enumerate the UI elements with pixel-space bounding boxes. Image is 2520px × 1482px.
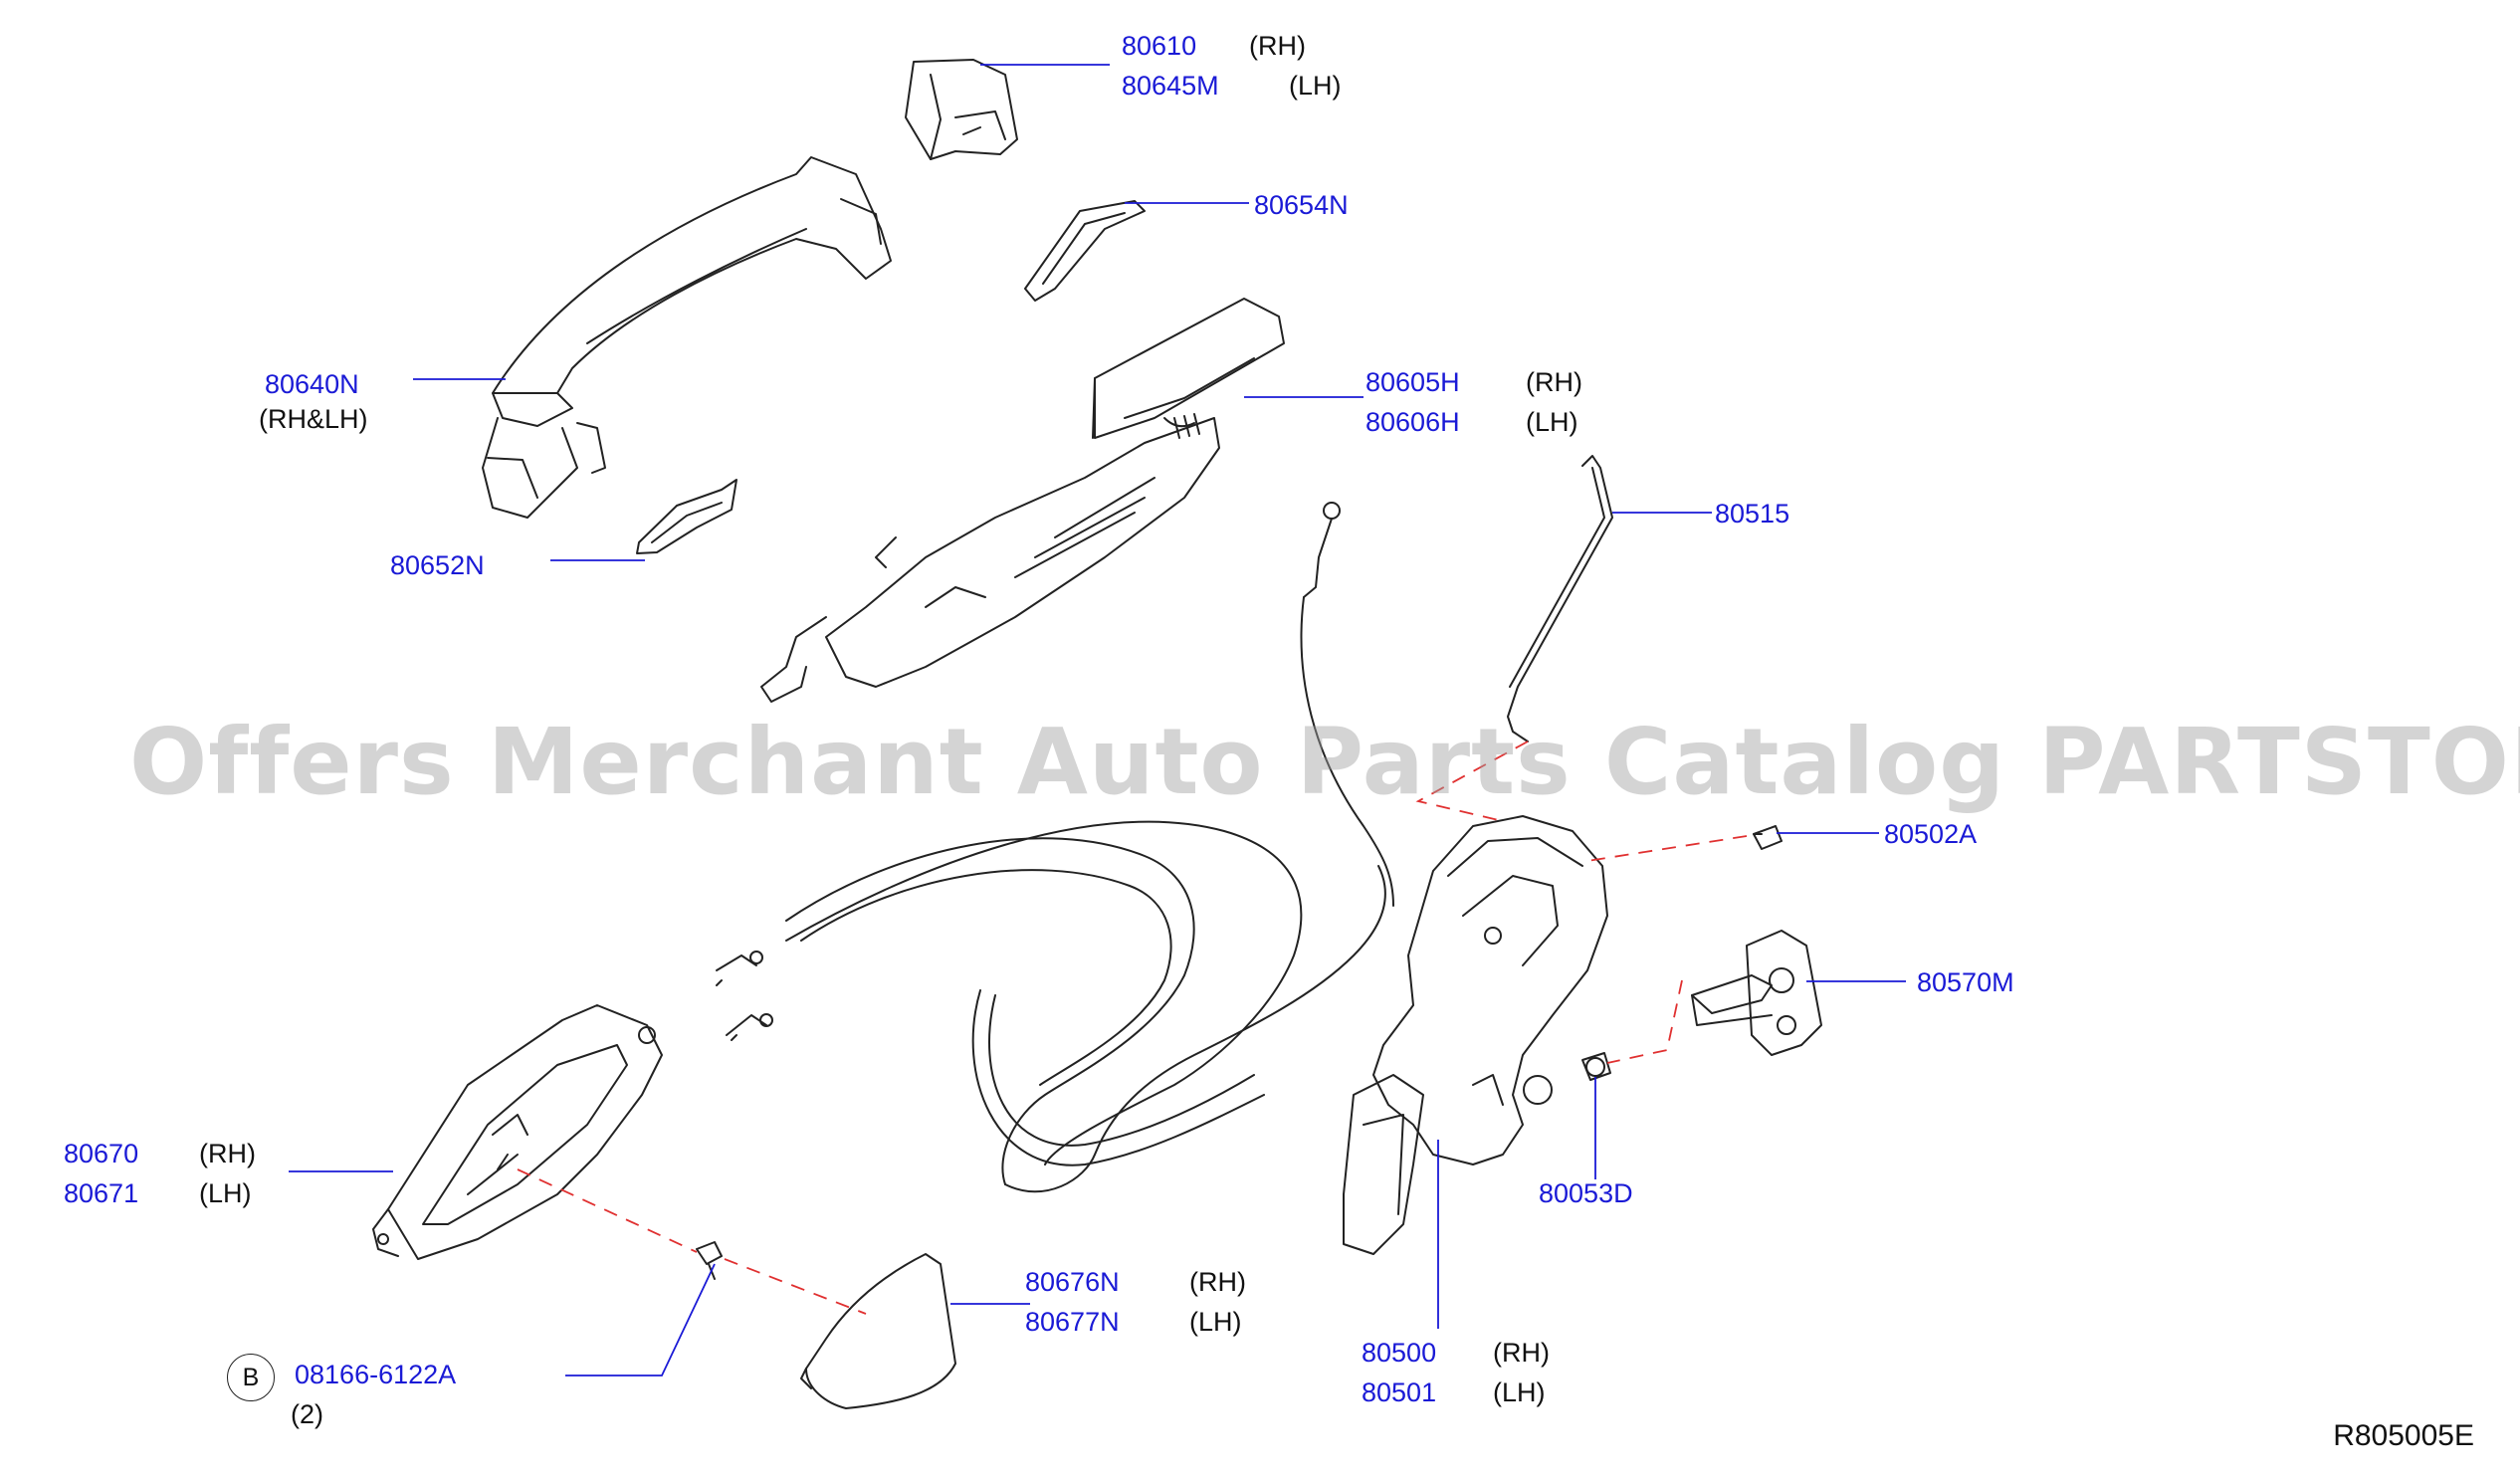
part-number-80515[interactable]: 80515 — [1715, 499, 1790, 529]
part-number-08166-6122A[interactable]: 08166-6122A — [295, 1360, 457, 1389]
outside-handle-part[interactable] — [482, 156, 892, 519]
dashed-lines — [517, 741, 1748, 1315]
cable-harness-part[interactable] — [716, 820, 1386, 1193]
gasket-part[interactable] — [1024, 200, 1146, 302]
part-number-80640N[interactable]: 80640N — [265, 369, 359, 399]
part-number-80676N[interactable]: 80676N — [1025, 1267, 1120, 1297]
part-number-80654N[interactable]: 80654N — [1254, 190, 1349, 220]
side-label: (RH) — [1493, 1338, 1550, 1368]
part-number-80605H[interactable]: 80605H — [1365, 367, 1460, 397]
part-number-80645M[interactable]: 80645M — [1122, 71, 1219, 101]
part-number-80670[interactable]: 80670 — [64, 1139, 139, 1168]
part-number-80570M[interactable]: 80570M — [1917, 967, 2014, 997]
side-label: (RH) — [199, 1139, 256, 1168]
diagram-code: R805005E — [2333, 1419, 2474, 1452]
bolt-part[interactable] — [1581, 1052, 1611, 1081]
gasket-small-part[interactable] — [636, 479, 737, 554]
screw-part[interactable] — [1753, 825, 1783, 850]
part-number-80610[interactable]: 80610 — [1122, 31, 1197, 61]
release-cable-part[interactable] — [1300, 502, 1394, 907]
handle-cap-part[interactable] — [905, 59, 1018, 160]
side-label: (LH) — [1493, 1377, 1546, 1407]
part-number-80606H[interactable]: 80606H — [1365, 407, 1460, 437]
escutcheon-part[interactable] — [800, 1253, 956, 1409]
side-label: (LH) — [1289, 71, 1342, 101]
quantity-label: (2) — [291, 1399, 323, 1429]
part-number-80671[interactable]: 80671 — [64, 1178, 139, 1208]
circle-marker-b: B — [227, 1354, 275, 1401]
part-number-80501[interactable]: 80501 — [1362, 1377, 1437, 1407]
side-label: (RH&LH) — [259, 404, 368, 434]
part-number-80500[interactable]: 80500 — [1362, 1338, 1437, 1368]
side-label: (LH) — [1189, 1307, 1242, 1337]
side-label: (LH) — [1526, 407, 1578, 437]
side-label: (RH) — [1249, 31, 1306, 61]
part-number-80053D[interactable]: 80053D — [1539, 1178, 1633, 1208]
striker-part[interactable] — [1691, 930, 1822, 1056]
inside-handle-part[interactable] — [372, 1004, 663, 1260]
part-number-80502A[interactable]: 80502A — [1884, 819, 1978, 849]
handle-screw-part[interactable] — [696, 1241, 723, 1280]
part-number-80652N[interactable]: 80652N — [390, 550, 485, 580]
lock-rod-part[interactable] — [1507, 455, 1613, 742]
side-label: (RH) — [1526, 367, 1582, 397]
side-label: (LH) — [199, 1178, 252, 1208]
leader-lines — [289, 64, 1906, 1376]
door-lock-actuator-part[interactable] — [1343, 815, 1608, 1255]
watermark-text: Offers Merchant Auto Parts Catalog PARTS… — [129, 709, 2520, 815]
handle-bracket-part[interactable] — [760, 298, 1285, 703]
side-label: (RH) — [1189, 1267, 1246, 1297]
part-number-80677N[interactable]: 80677N — [1025, 1307, 1120, 1337]
